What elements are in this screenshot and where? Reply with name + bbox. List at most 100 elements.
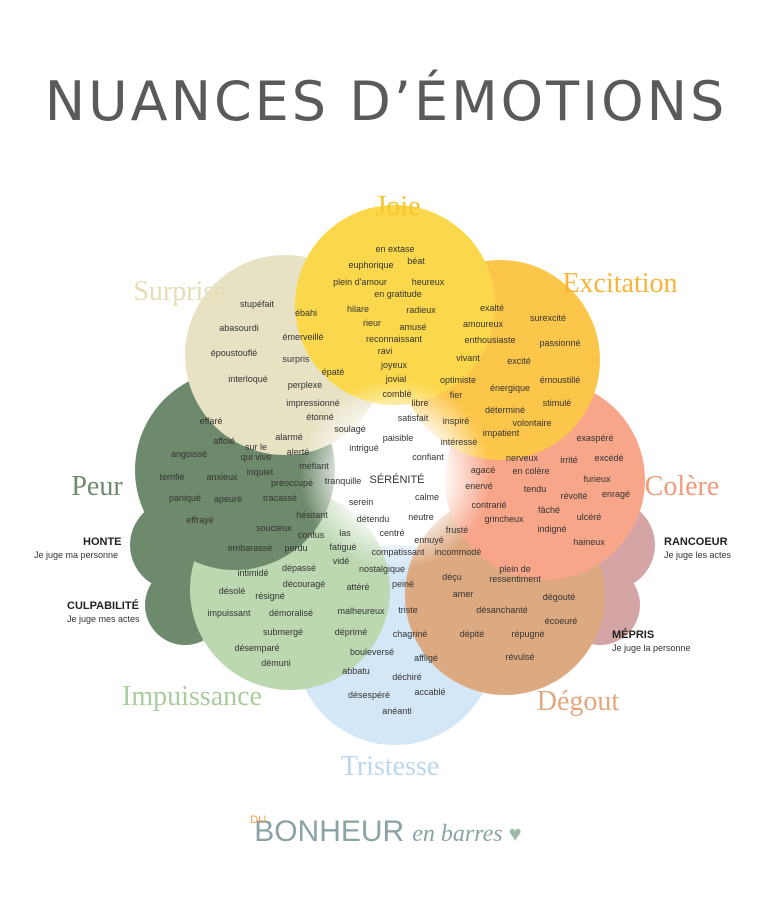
word: détendu (357, 514, 390, 524)
word: frusté (446, 525, 469, 535)
word: perplexe (288, 380, 323, 390)
word: anxieux (206, 472, 238, 482)
word: ébahi (295, 308, 317, 318)
word: inspiré (443, 416, 470, 426)
word: surpris (282, 354, 310, 364)
word: angoissé (171, 449, 207, 459)
word: déprimé (335, 627, 368, 637)
word: effrayé (186, 515, 213, 525)
word: malheureux (337, 606, 385, 616)
word: déçu (442, 572, 462, 582)
word: étonné (306, 412, 334, 422)
word: embarassé (228, 543, 273, 553)
word: neutre (408, 512, 434, 522)
word: nostalgique (359, 564, 405, 574)
word: chagriné (393, 629, 428, 639)
word: satisfait (398, 413, 429, 423)
center-label: SÉRÉNITÉ (369, 473, 424, 486)
word: méfiant (299, 461, 329, 471)
word: excédé (594, 453, 623, 463)
word: vivant (456, 353, 480, 363)
word: haineux (573, 537, 605, 547)
logo-du: DU (250, 814, 267, 826)
word: plein d'amour (333, 277, 387, 287)
word: compatissant (371, 547, 425, 557)
word: grincheux (484, 514, 524, 524)
word: dégouté (543, 592, 576, 602)
word: répugné (511, 629, 544, 639)
word: vidé (333, 556, 350, 566)
word: effaré (200, 416, 223, 426)
word: fâché (538, 505, 560, 515)
label-mepris: MÉPRIS (612, 629, 655, 641)
word: submergé (263, 627, 303, 637)
word: interloqué (228, 374, 268, 384)
word: excité (507, 356, 531, 366)
word: euphorique (348, 260, 393, 270)
word: abbatu (342, 666, 370, 676)
word: dépité (460, 629, 485, 639)
word: abasourdi (219, 323, 259, 333)
word: ulcéré (577, 512, 602, 522)
word: optimiste (440, 375, 476, 385)
logo-script: en barres (412, 821, 503, 847)
word: fier (450, 390, 463, 400)
word: hilare (347, 304, 369, 314)
petal-label-impuissance: Impuissance (122, 681, 262, 712)
word: jovial (385, 374, 407, 384)
word: indigné (537, 524, 566, 534)
word: épaté (322, 367, 345, 377)
word: impuissant (207, 608, 251, 618)
word: en colère (512, 466, 549, 476)
word: intrigué (349, 443, 379, 453)
label-rancoeur-subtitle: Je juge les actes (664, 550, 732, 560)
word: exalté (480, 303, 504, 313)
word: irrité (560, 455, 578, 465)
petal-label-colere: Colère (645, 471, 720, 502)
word: intimidé (237, 568, 268, 578)
word: soulagé (334, 424, 366, 434)
word: confus (298, 530, 325, 540)
word: ennuyé (414, 535, 444, 545)
word: dépassé (282, 563, 316, 573)
word: tendu (524, 484, 547, 494)
heart-icon: ♥ (508, 821, 522, 846)
petal-label-tristesse: Tristesse (341, 751, 440, 782)
word: calme (415, 492, 439, 502)
word: tranquille (325, 476, 362, 486)
label-rancoeur: RANCOEUR (664, 536, 728, 548)
word: préoccupé (271, 478, 313, 488)
petal-label-degout: Dégout (537, 686, 620, 717)
word: démoralisé (269, 608, 313, 618)
word: affligé (414, 653, 438, 663)
word: émoustillé (540, 375, 581, 385)
word: apeuré (214, 494, 242, 504)
word: démuni (261, 658, 291, 668)
word: contrarié (471, 500, 506, 510)
word: désemparé (234, 643, 279, 653)
word: incommodé (435, 547, 482, 557)
label-honte: HONTE (83, 536, 122, 548)
word: nerveux (506, 453, 539, 463)
word: impressionné (286, 398, 340, 408)
word: enragé (602, 489, 630, 499)
word: peiné (392, 579, 414, 589)
word: en gratitude (374, 289, 422, 299)
word: stupéfait (240, 299, 275, 309)
logo-brand: BONHEUR (254, 815, 405, 848)
center-glow (300, 380, 490, 570)
word: écoeuré (545, 616, 578, 626)
word: accablé (414, 687, 445, 697)
word: libre (411, 398, 428, 408)
word: radieux (406, 305, 436, 315)
word: fatigué (329, 542, 356, 552)
label-honte-subtitle: Je juge ma personne (34, 550, 119, 560)
petal-joie (295, 205, 495, 405)
word: déterminé (485, 405, 525, 415)
word: furieux (583, 474, 611, 484)
word: surexcité (530, 313, 566, 323)
word: béat (407, 256, 425, 266)
word: heureux (412, 277, 445, 287)
word: anéanti (382, 706, 412, 716)
